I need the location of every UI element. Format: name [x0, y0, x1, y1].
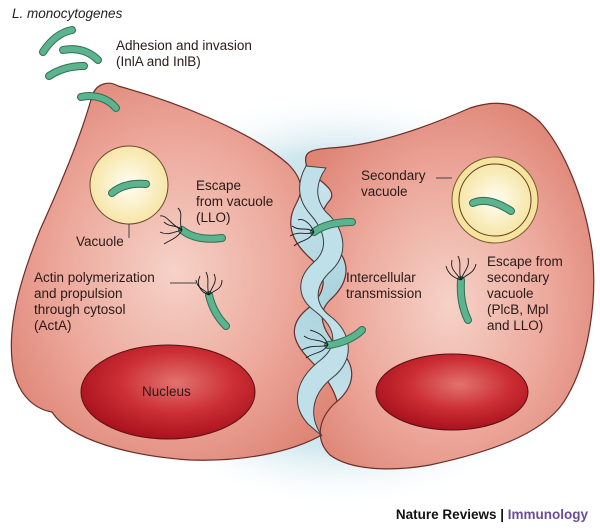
- secondary-vacuole-label: Secondary vacuole: [361, 168, 426, 199]
- publisher-name: Nature Reviews: [395, 507, 497, 522]
- bacterium-approaching-3: [45, 62, 88, 80]
- bacterium-transmission-upper: [310, 218, 356, 236]
- bacterium-escaping-secondary: [456, 276, 472, 324]
- bacteria-group: [39, 26, 515, 349]
- bacterium-in-secondary-vacuole: [469, 196, 515, 215]
- nucleus-right: [375, 353, 529, 431]
- intercellular-gap: [297, 165, 349, 437]
- adhesion-invasion-label: Adhesion and invasion (InlA and InlB): [116, 38, 252, 69]
- credit-separator: |: [496, 507, 508, 522]
- source-credit: Nature Reviews | Immunology: [396, 507, 588, 522]
- actin-tail-transmission-upper: [289, 219, 315, 247]
- intercellular-transmission-label: Intercellular transmission: [346, 270, 422, 301]
- organism-label: L. monocytogenes: [12, 6, 123, 21]
- bacterium-actin-propulsion: [205, 291, 230, 330]
- bacterium-approaching-1: [39, 26, 76, 56]
- actin-polymerization-label: Actin polymerization and propulsion thro…: [34, 270, 155, 333]
- bacterium-transmission-lower: [324, 326, 366, 349]
- bacterium-approaching-2: [59, 45, 102, 64]
- actin-tails: [159, 207, 477, 359]
- bacterium-in-vacuole: [108, 179, 150, 197]
- actin-tail-secondary-escape: [445, 255, 477, 281]
- actin-tail-transmission-lower: [301, 329, 329, 359]
- nucleus-label: Nucleus: [142, 384, 191, 399]
- journal-name: Immunology: [507, 507, 588, 522]
- bacterium-escaping-vacuole: [178, 226, 226, 243]
- actin-tail-escape: [159, 207, 183, 245]
- escape-secondary-vacuole-label: Escape from secondary vacuole (PlcB, Mpl…: [487, 254, 563, 333]
- vacuole-label: Vacuole: [76, 234, 124, 249]
- escape-from-vacuole-label: Escape from vacuole (LLO): [196, 178, 274, 225]
- actin-tail-propulsion: [195, 271, 223, 296]
- nucleus-left: [80, 344, 256, 440]
- bacterium-invading: [77, 92, 120, 112]
